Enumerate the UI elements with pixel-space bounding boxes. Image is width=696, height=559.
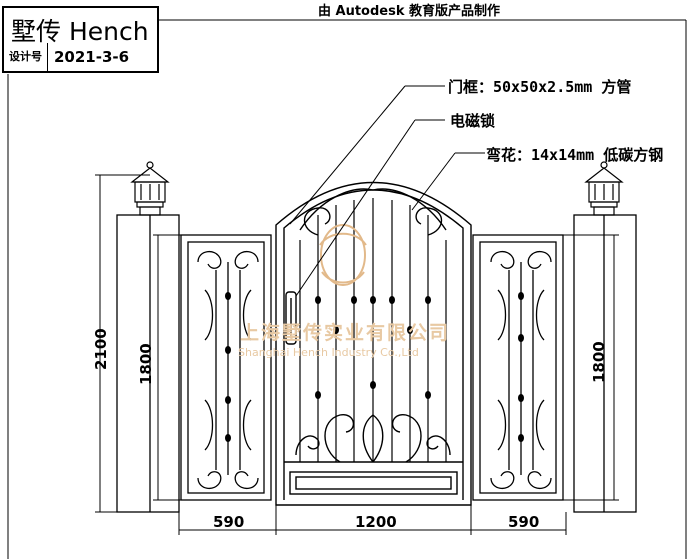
left-panel-rosettes [225, 292, 231, 442]
callout-lock: 电磁锁 [450, 112, 496, 130]
design-info-row: 设计号 2021-3-6 [2, 43, 159, 73]
design-no-label: 设计号 [4, 43, 48, 71]
watermark-logo [319, 224, 367, 286]
dimension-lines [95, 174, 619, 535]
gate-scrolls [295, 188, 451, 463]
dim-center-width: 1200 [355, 513, 397, 531]
left-lamp [130, 161, 170, 216]
dim-left-height: 1800 [137, 343, 155, 385]
left-fence-panel [180, 234, 272, 501]
drawing-border [7, 19, 687, 559]
dim-left-width: 590 [213, 513, 245, 531]
autodesk-banner: 由 Autodesk 教育版产品制作 [318, 4, 501, 19]
dim-right-height: 1800 [590, 341, 608, 383]
watermark-company-en: Shanghai Hench Industry Co.,Ltd [238, 346, 419, 359]
dim-overall-height: 2100 [92, 328, 110, 370]
title-block: 墅传 Hench [2, 6, 159, 46]
right-lamp [584, 161, 624, 216]
dim-right-width: 590 [508, 513, 540, 531]
gate-handle [285, 291, 297, 345]
drawing-title: 墅传 Hench [11, 17, 149, 46]
callout-scroll: 弯花：14x14mm 低碳方钢 [486, 146, 664, 164]
right-panel-rosettes [518, 292, 524, 442]
callout-frame: 门框：50x50x2.5mm 方管 [448, 78, 632, 96]
gate-rosettes [315, 296, 431, 399]
right-fence-panel [472, 234, 564, 501]
design-date: 2021-3-6 [54, 48, 130, 66]
leader-lines [289, 85, 485, 297]
watermark-company-cn: 上海墅传实业有限公司 [240, 322, 451, 344]
